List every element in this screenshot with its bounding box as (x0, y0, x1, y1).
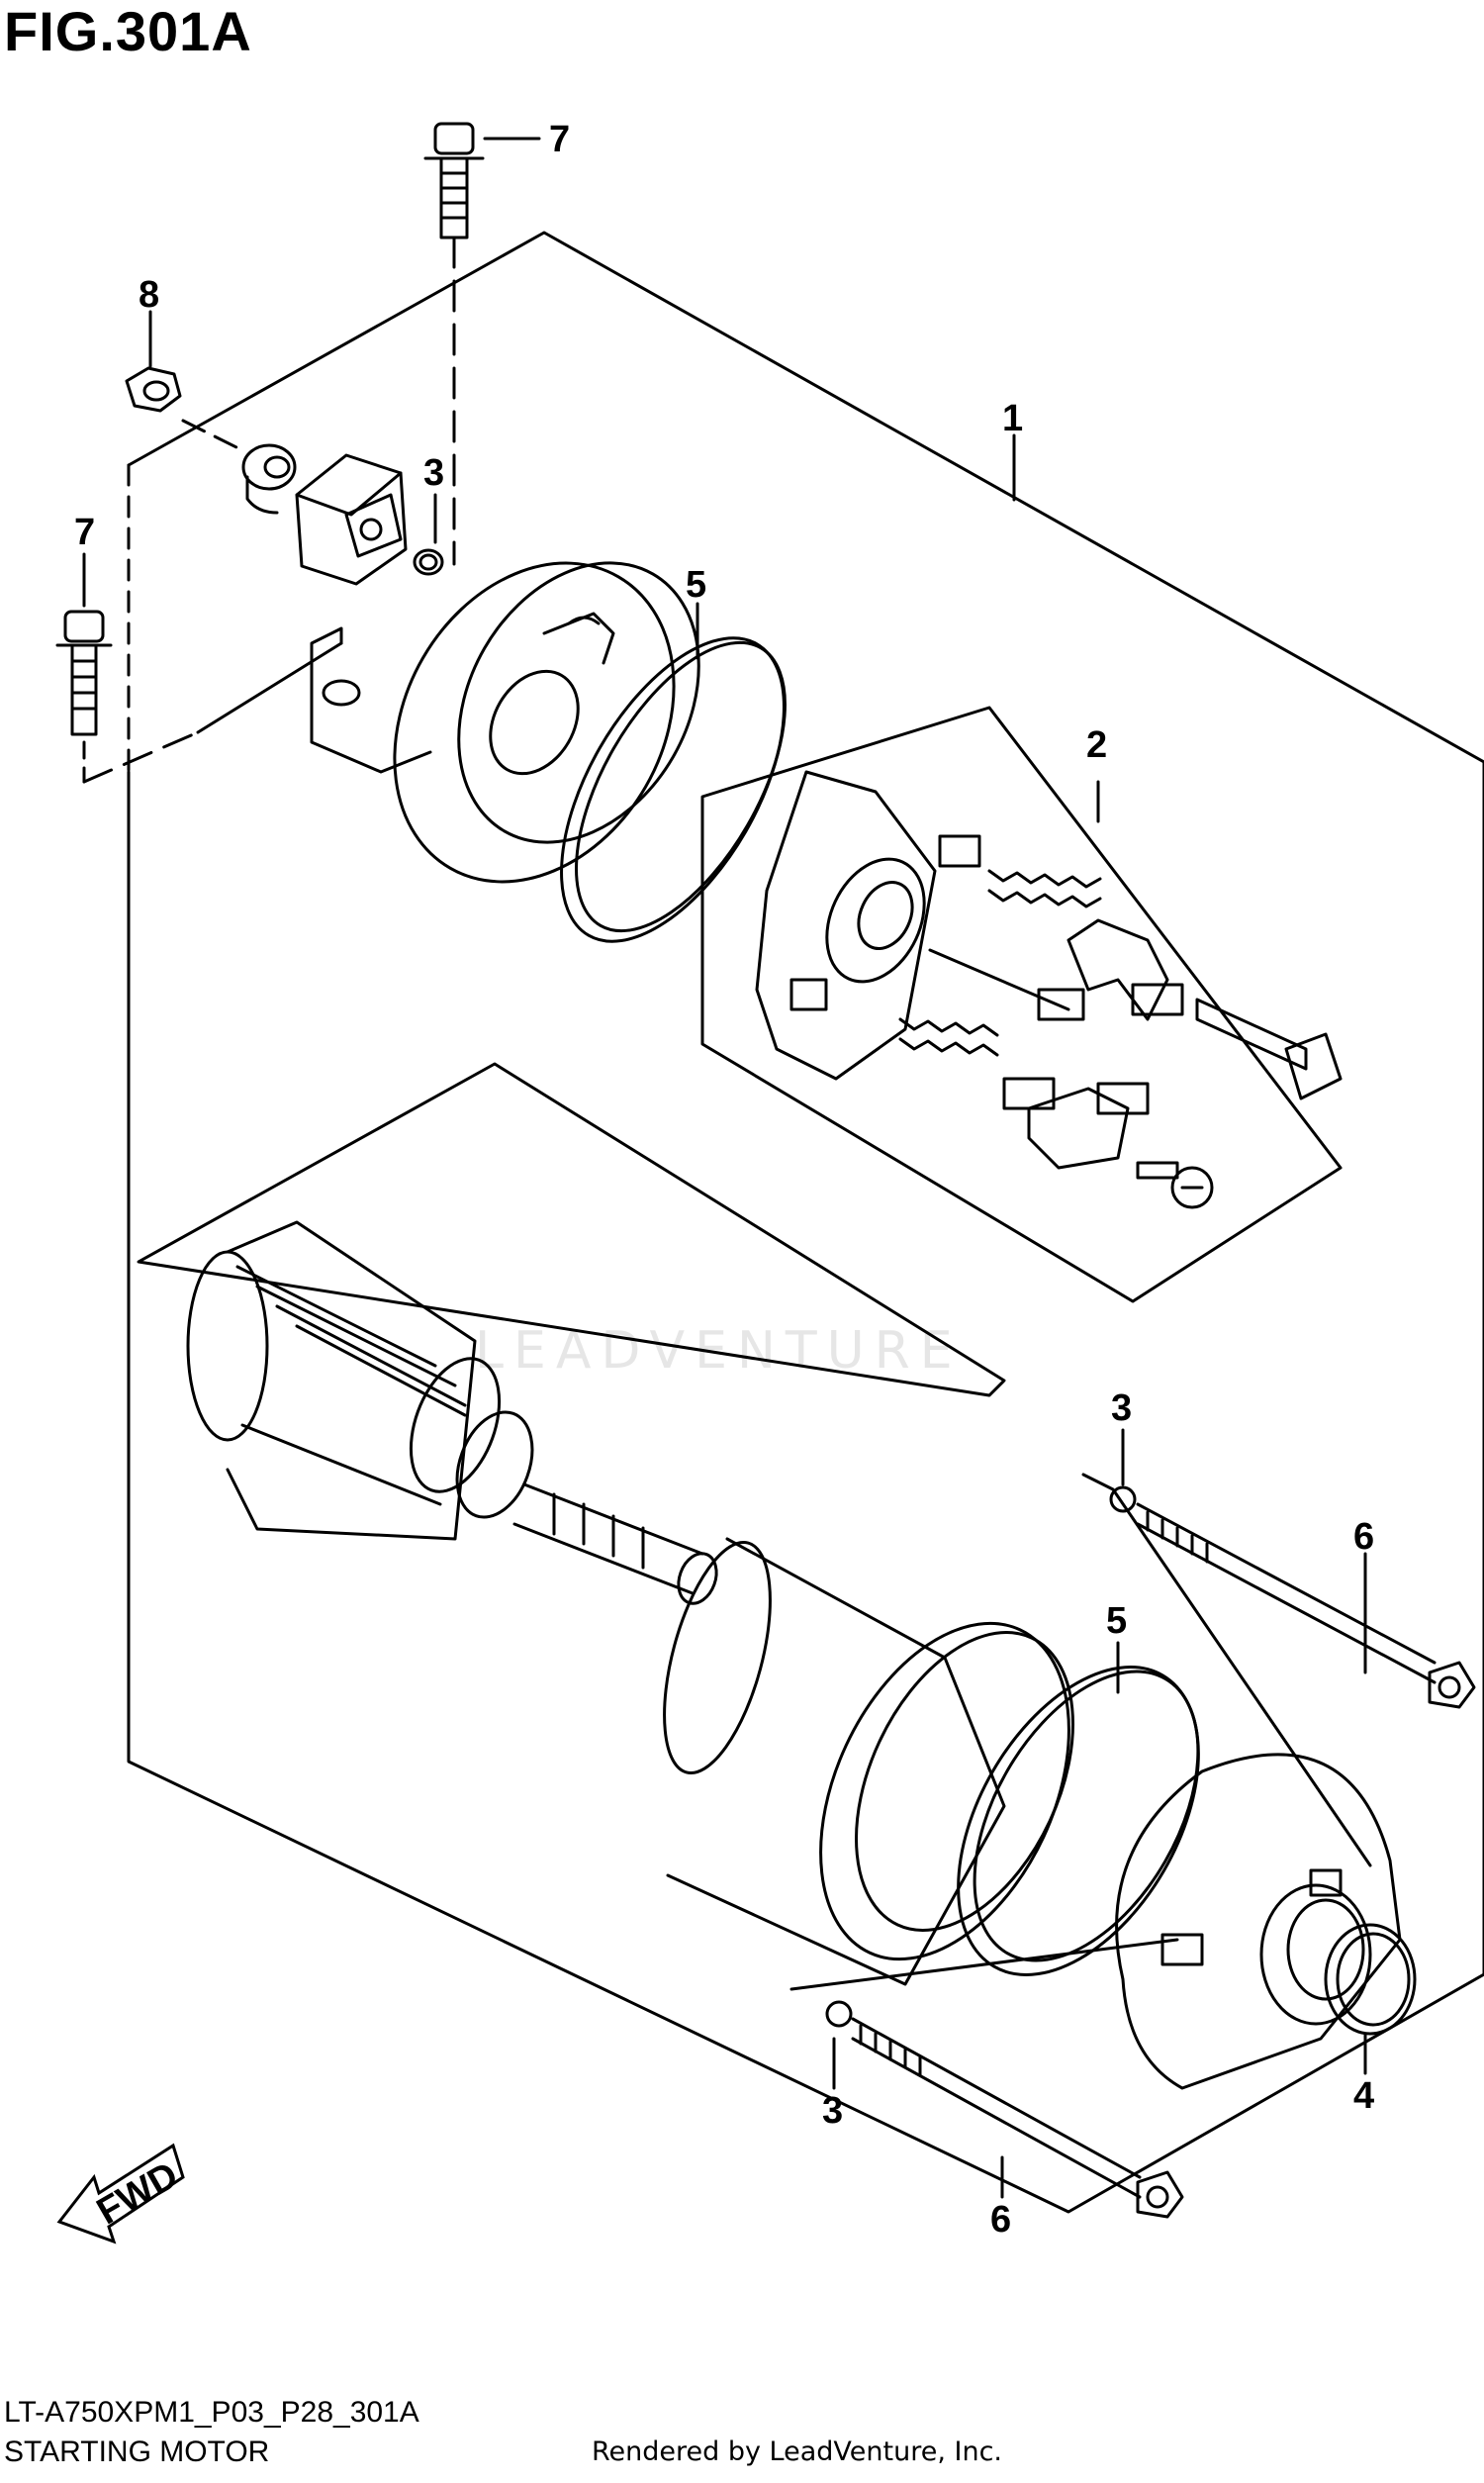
terminal-cap (295, 453, 408, 586)
nut-8 (125, 310, 244, 452)
washer-small (241, 443, 297, 515)
through-bolt-6-upper (1081, 1473, 1476, 1867)
callout-6-upper: 6 (1353, 1516, 1374, 1558)
diagram-name: STARTING MOTOR (4, 2435, 270, 2468)
spring-upper (987, 869, 1102, 908)
bolt-7-top (423, 122, 485, 566)
spring-lower (898, 1017, 999, 1057)
callout-5-upper: 5 (686, 564, 706, 606)
callout-8: 8 (139, 274, 159, 316)
rear-housing (310, 561, 700, 884)
brush-plate (755, 770, 1070, 1081)
through-bolt-6-lower (789, 1938, 1184, 2219)
brush-clip-upper (1037, 918, 1184, 1021)
o-ring-4 (1324, 1923, 1417, 2036)
yoke-housing (663, 1537, 1074, 1986)
callout-1: 1 (1002, 398, 1023, 439)
screw (1136, 1161, 1214, 1209)
callout-7-top: 7 (549, 119, 570, 160)
armature (186, 1220, 718, 1605)
o-ring-5-lower (957, 1666, 1200, 1976)
o-ring-3-upper (413, 548, 444, 576)
bolt-7-left (55, 552, 343, 784)
brush-clip-lower (1002, 1077, 1150, 1170)
fwd-label: FWD (90, 2154, 185, 2234)
callout-3-lower: 3 (822, 2090, 843, 2132)
callout-3-upper: 3 (423, 452, 444, 494)
assembly-outline (127, 231, 1484, 2214)
callout-2: 2 (1086, 724, 1107, 766)
callout-3-middle: 3 (1111, 1387, 1132, 1429)
brush-bolt (1195, 998, 1343, 1100)
callout-7-left: 7 (74, 512, 95, 553)
front-end-cover (1115, 1753, 1402, 2090)
callout-6-lower: 6 (990, 2199, 1011, 2241)
fwd-arrow-icon: FWD (56, 2143, 185, 2244)
callout-4: 4 (1353, 2075, 1374, 2117)
callout-5-lower: 5 (1106, 1600, 1127, 1642)
render-credit: Rendered by LeadVenture, Inc. (592, 2436, 1003, 2467)
figure-title: FIG.301A (4, 0, 252, 62)
o-ring-5-upper (560, 636, 786, 943)
diagram-code: LT-A750XPM1_P03_P28_301A (4, 2396, 419, 2429)
armature-box (137, 1062, 1006, 1397)
brush-holder-box (700, 706, 1343, 1303)
